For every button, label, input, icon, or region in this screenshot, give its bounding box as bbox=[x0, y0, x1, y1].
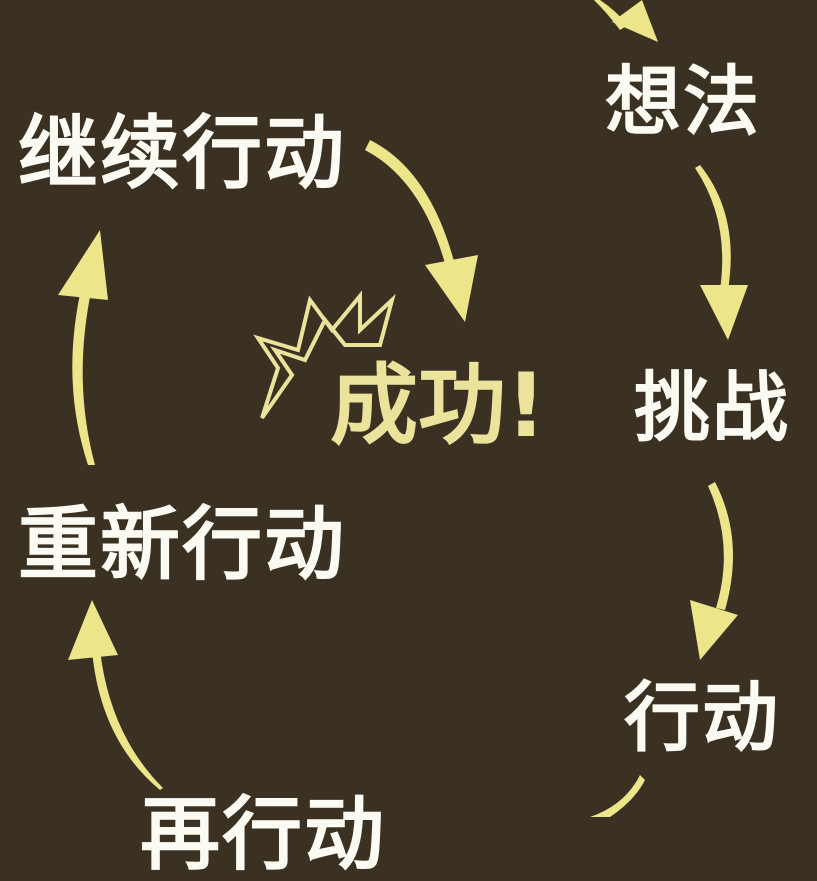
step-challenge: 挑战 bbox=[634, 363, 790, 452]
step-action: 行动 bbox=[624, 673, 780, 762]
arrow-restart-to-continue bbox=[58, 230, 108, 465]
arrow-action-to-bottom bbox=[590, 775, 645, 817]
step-continue: 继续行动 bbox=[18, 107, 346, 200]
step-restart: 重新行动 bbox=[18, 498, 346, 591]
arrow-continue-to-success bbox=[365, 140, 478, 322]
cycle-arrows bbox=[58, 0, 748, 817]
step-idea: 想法 bbox=[605, 57, 761, 146]
arrow-challenge-to-action bbox=[690, 482, 738, 660]
arrow-bottom-to-restart bbox=[68, 600, 163, 790]
burst-icon bbox=[253, 290, 396, 420]
success-label: 成功! bbox=[330, 354, 547, 457]
arrow-idea-to-challenge bbox=[695, 165, 748, 340]
arrow-to-idea bbox=[594, 0, 658, 42]
step-re-act: 再行动 bbox=[140, 788, 386, 881]
